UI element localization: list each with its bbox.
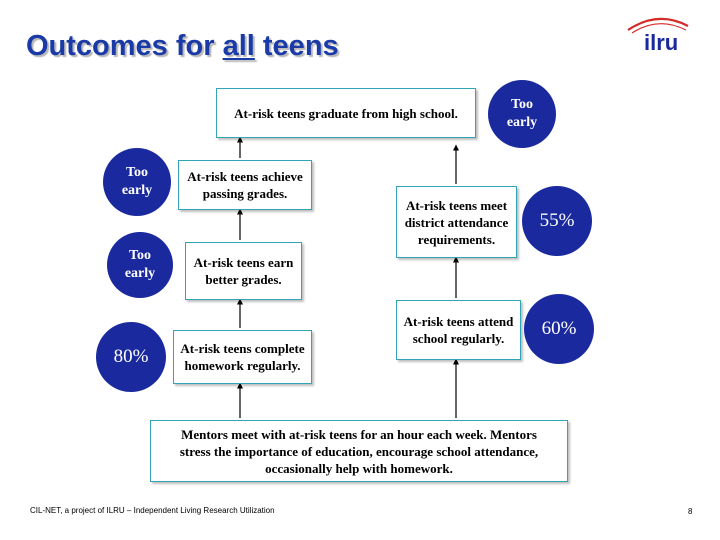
- footer-text: CIL-NET, a project of ILRU – Independent…: [30, 506, 275, 515]
- badge-homework-percent: 80%: [96, 322, 166, 392]
- box-mentors: Mentors meet with at-risk teens for an h…: [150, 420, 568, 482]
- box-attend-school: At-risk teens attend school regularly.: [396, 300, 521, 360]
- badge-better-too-early: Too early: [107, 232, 173, 298]
- slide-title: Outcomes for all teens: [26, 30, 339, 63]
- title-suffix: teens: [254, 30, 339, 62]
- box-passing-grades: At-risk teens achieve passing grades.: [178, 160, 312, 210]
- logo-text: ilru: [644, 30, 678, 54]
- box-attendance-requirements: At-risk teens meet district attendance r…: [396, 186, 517, 258]
- title-prefix: Outcomes for: [26, 30, 223, 62]
- ilru-logo-icon: ilru: [627, 17, 689, 54]
- badge-attend-percent: 60%: [524, 294, 594, 364]
- box-better-grades: At-risk teens earn better grades.: [185, 242, 302, 300]
- badge-graduate-too-early: Too early: [488, 80, 556, 148]
- title-emphasis: all: [222, 30, 255, 62]
- box-graduate: At-risk teens graduate from high school.: [216, 88, 476, 138]
- badge-attendance-req-percent: 55%: [522, 186, 592, 256]
- box-homework: At-risk teens complete homework regularl…: [173, 330, 312, 384]
- badge-passing-too-early: Too early: [103, 148, 171, 216]
- page-number: 8: [688, 507, 693, 516]
